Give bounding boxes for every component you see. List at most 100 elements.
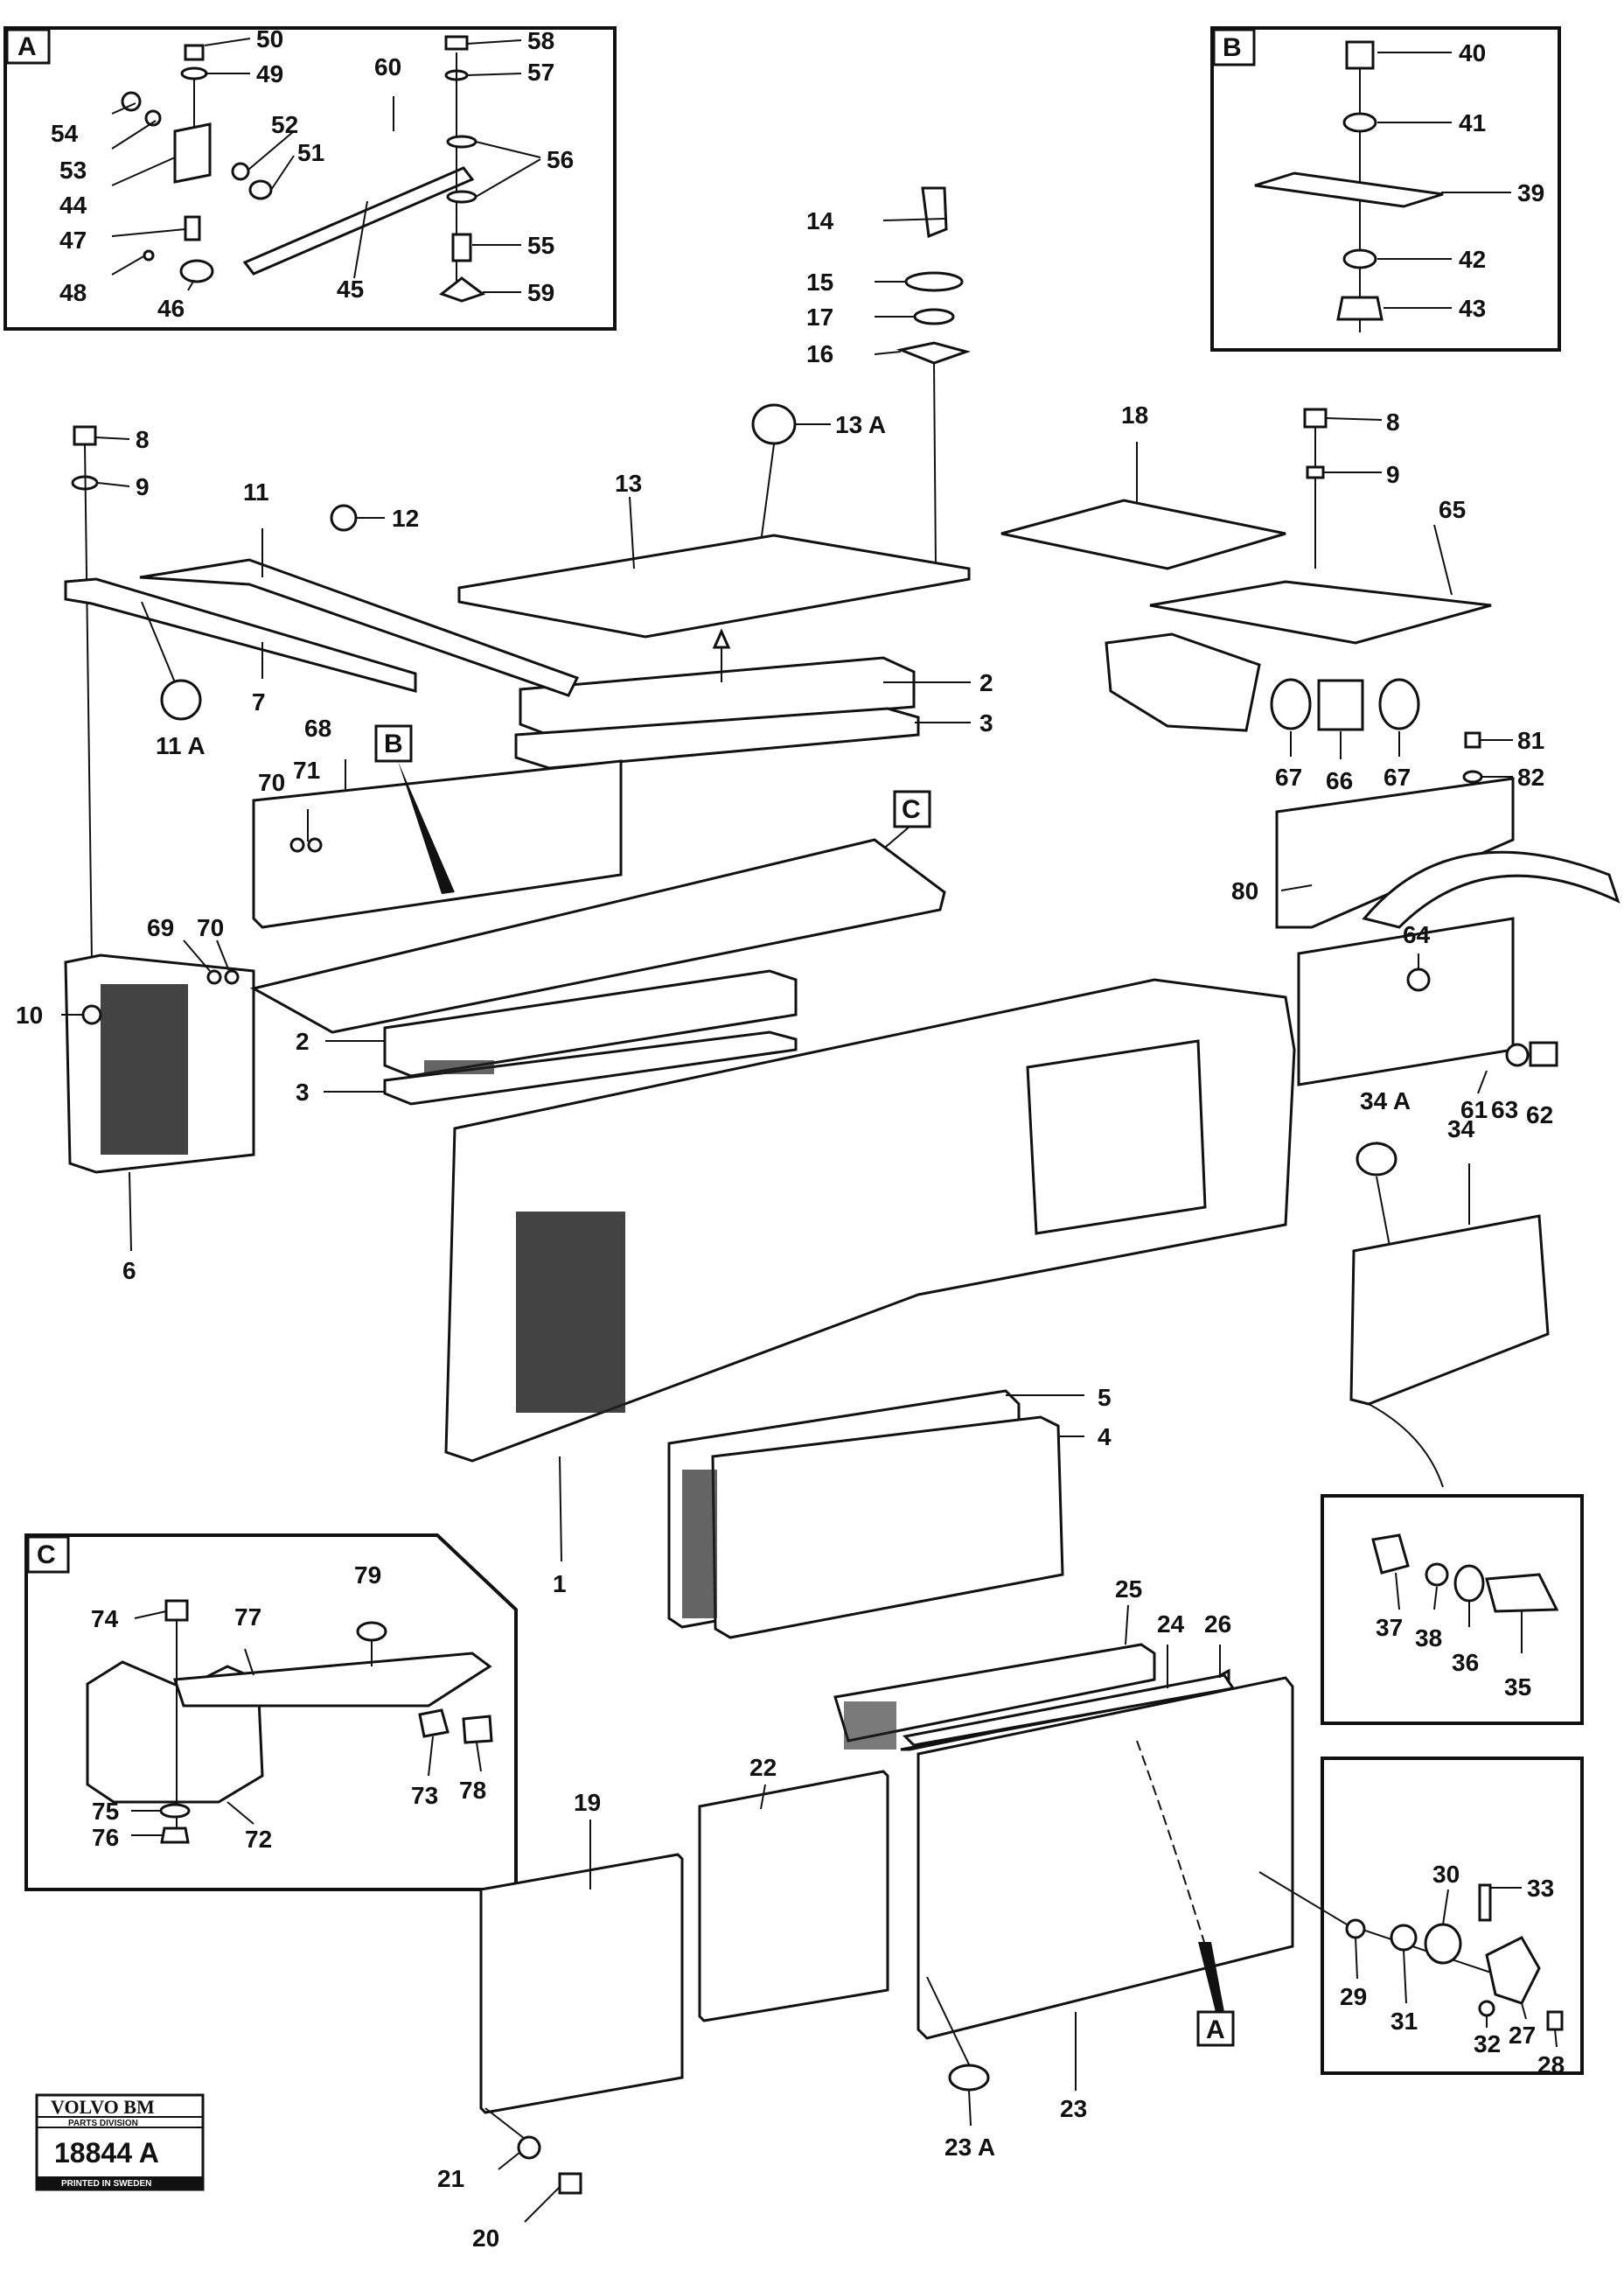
label-11: 11 [243,478,269,506]
label-54: 54 [51,120,79,147]
label-67-right: 67 [1384,764,1411,791]
label-37: 37 [1376,1614,1403,1641]
label-33: 33 [1527,1875,1554,1902]
label-8-left: 8 [136,426,150,453]
label-77: 77 [234,1603,261,1631]
label-23: 23 [1060,2095,1087,2122]
label-6: 6 [122,1257,136,1284]
top-right-group: 18 8 9 65 67 66 67 81 82 80 64 61 63 62 [1000,402,1621,1128]
label-73: 73 [411,1782,438,1809]
label-58: 58 [527,27,554,54]
label-48: 48 [59,279,87,306]
left-top-group: B C 8 9 11 12 7 11 A 68 70 71 [64,425,931,963]
label-65: 65 [1439,496,1466,523]
label-62: 62 [1526,1101,1553,1128]
label-76: 76 [92,1824,119,1851]
label-43: 43 [1459,295,1486,322]
c-callout-letter: C [902,795,921,824]
label-69: 69 [147,914,174,941]
label-9-left: 9 [136,473,150,500]
side-panel-grille [516,1212,625,1413]
label-19: 19 [574,1789,601,1816]
right-lock-group: 34 A 34 37 38 36 35 [1321,1087,1584,1725]
label-11a: 11 A [156,732,206,759]
label-74: 74 [91,1605,119,1632]
label-71: 71 [293,757,320,784]
label-70-top: 70 [258,769,285,796]
label-63: 63 [1491,1096,1518,1123]
label-3-lower: 3 [296,1079,310,1106]
label-34a: 34 A [1360,1087,1411,1114]
label-42: 42 [1459,246,1486,273]
label-66: 66 [1326,767,1353,794]
label-67-left: 67 [1275,764,1302,791]
label-80: 80 [1231,877,1258,905]
label-35: 35 [1504,1673,1531,1701]
label-12: 12 [392,505,419,532]
label-3-upper: 3 [979,709,993,737]
label-59: 59 [527,279,554,306]
label-5: 5 [1098,1384,1112,1411]
detail-box-c: C 74 77 79 73 78 75 76 72 [24,1533,518,1891]
label-7: 7 [252,688,266,716]
label-68: 68 [304,715,331,742]
label-57: 57 [527,59,554,86]
label-27: 27 [1509,2022,1536,2049]
top-cover-group: 14 15 17 16 13 A 13 [457,186,972,770]
label-50: 50 [256,25,283,52]
printed-label: PRINTED IN SWEDEN [61,2179,151,2189]
filter-group: 5 4 [667,1384,1112,1639]
label-44: 44 [59,192,87,219]
label-23a: 23 A [944,2134,995,2161]
label-10: 10 [16,1002,43,1029]
bottom-door-group: A 25 24 26 19 22 [437,1575,1584,2252]
label-47: 47 [59,227,87,254]
left-panel-grille [101,984,188,1155]
a-callout-letter: A [1206,2015,1225,2044]
label-13a: 13 A [835,411,886,438]
label-70-side: 70 [197,914,224,941]
label-16: 16 [806,340,833,367]
label-41: 41 [1459,109,1486,136]
label-46: 46 [157,295,185,322]
label-26: 26 [1204,1610,1231,1638]
label-82: 82 [1517,764,1544,791]
label-25: 25 [1115,1575,1142,1603]
label-29: 29 [1340,1983,1367,2010]
title-block: VOLVO BM PARTS DIVISION 18844 A PRINTED … [35,2093,205,2191]
label-24: 24 [1157,1610,1185,1638]
label-79: 79 [354,1561,381,1589]
label-28: 28 [1537,2051,1565,2078]
label-32: 32 [1474,2030,1501,2057]
division-label: PARTS DIVISION [68,2119,138,2128]
label-2-upper: 2 [979,669,993,696]
main-side-panel: 1 [444,978,1296,1597]
label-14: 14 [806,207,834,234]
label-2-lower: 2 [296,1028,310,1055]
label-9-right: 9 [1386,461,1400,488]
label-39: 39 [1517,179,1544,206]
b-callout-letter: B [384,730,403,758]
label-34: 34 [1447,1115,1475,1142]
label-13: 13 [615,470,642,497]
label-55: 55 [527,232,554,259]
label-78: 78 [459,1777,486,1804]
detail-box-b: B 40 41 39 42 43 [1210,26,1561,352]
label-72: 72 [245,1826,272,1853]
label-60: 60 [374,53,401,80]
detail-box-a-letter: A [17,32,37,61]
label-36: 36 [1452,1649,1479,1676]
label-8-right: 8 [1386,409,1400,436]
label-22: 22 [749,1754,777,1781]
label-56: 56 [547,146,574,173]
label-30: 30 [1432,1861,1460,1888]
label-17: 17 [806,304,833,331]
label-51: 51 [297,139,324,166]
label-40: 40 [1459,39,1486,66]
label-53: 53 [59,157,87,184]
label-38: 38 [1415,1624,1442,1652]
detail-box-b-letter: B [1223,33,1242,62]
label-49: 49 [256,60,283,87]
detail-box-c-letter: C [37,1540,56,1569]
